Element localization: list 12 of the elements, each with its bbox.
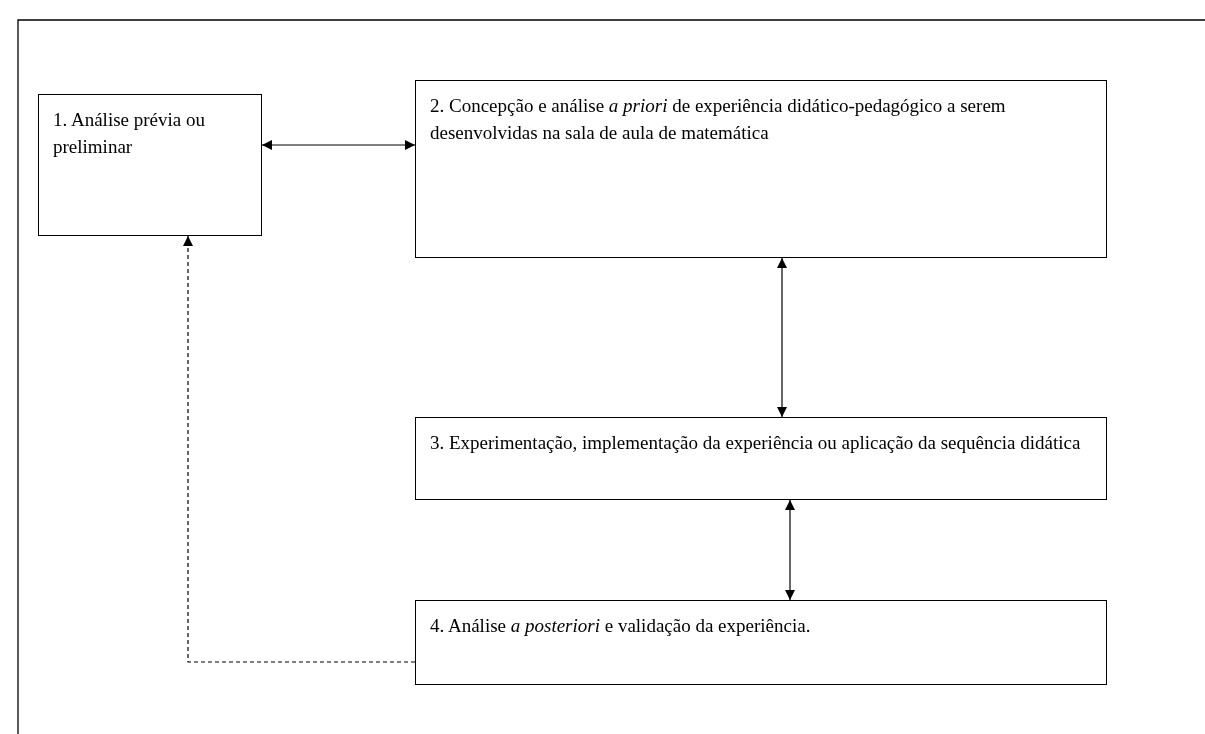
double-arrow	[777, 257, 787, 418]
process-box	[38, 94, 262, 236]
process-box	[415, 417, 1107, 500]
step-text: 4. Análise a posteriori e validação da experiência.	[430, 614, 812, 638]
dashed-arrow	[183, 235, 416, 663]
double-arrow	[785, 499, 795, 601]
step-text: 2. Concepção e análise a priori de experiência didático-pedagógico a serem desenvolvidas na sala de aula de matemática	[430, 94, 1007, 145]
step-text: 1. Análise prévia ou preliminar	[53, 108, 206, 159]
process-box	[415, 80, 1107, 258]
step-text: 3. Experimentação, implementação da experiência ou aplicação da sequência didática	[430, 431, 1082, 455]
process-box	[415, 600, 1107, 685]
double-arrow	[261, 140, 416, 150]
